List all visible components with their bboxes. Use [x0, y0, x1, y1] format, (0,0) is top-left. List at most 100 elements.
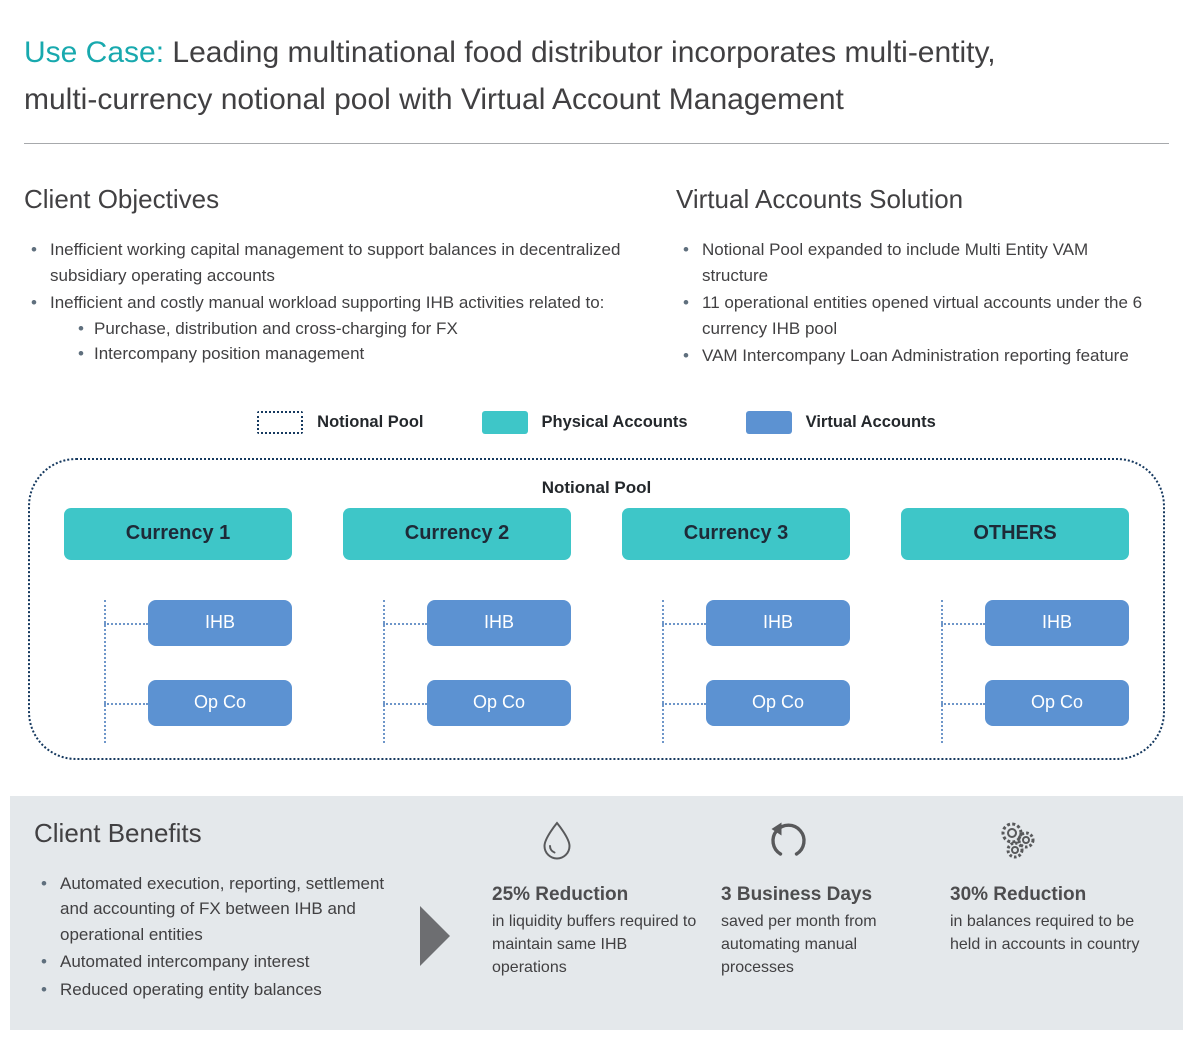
- list-item: Notional Pool expanded to include Multi …: [676, 237, 1156, 288]
- stat-description: in liquidity buffers required to maintai…: [492, 912, 697, 976]
- ihb-box: IHB: [427, 599, 571, 646]
- opco-box: Op Co: [706, 679, 850, 726]
- list-item: VAM Intercompany Loan Administration rep…: [676, 343, 1156, 369]
- client-benefits-list: Automated execution, reporting, settleme…: [34, 871, 396, 1003]
- legend-label: Notional Pool: [317, 412, 424, 431]
- list-item: Inefficient working capital management t…: [24, 237, 624, 288]
- connector-line: [383, 702, 427, 705]
- legend-label: Virtual Accounts: [805, 412, 936, 431]
- client-objectives-sublist: Purchase, distribution and cross-chargin…: [76, 316, 624, 367]
- list-item: Purchase, distribution and cross-chargin…: [76, 316, 624, 342]
- stat-description: saved per month from automating manual p…: [721, 912, 877, 976]
- bullet-text: Automated execution, reporting, settleme…: [60, 873, 385, 944]
- ihb-box: IHB: [985, 599, 1129, 646]
- header: Use Case: Leading multinational food dis…: [0, 0, 1193, 123]
- client-benefits-section: Client Benefits Automated execution, rep…: [10, 795, 1183, 1030]
- currency-children: IHB Op Co: [622, 599, 850, 743]
- virtual-accounts-solution-list: Notional Pool expanded to include Multi …: [676, 237, 1156, 369]
- list-item: Inefficient and costly manual workload s…: [24, 290, 624, 367]
- connector-line: [383, 622, 427, 625]
- page-title: Use Case: Leading multinational food dis…: [24, 30, 1072, 123]
- stat-title: 3 Business Days: [721, 883, 873, 905]
- currency-box: Currency 2: [343, 507, 571, 560]
- stat-balance-reduction: 30% Reduction in balances required to be…: [950, 818, 1155, 1005]
- list-item: Reduced operating entity balances: [34, 977, 396, 1003]
- stat-title: 25% Reduction: [492, 883, 629, 905]
- list-item: Automated execution, reporting, settleme…: [34, 871, 396, 948]
- client-benefits-left: Client Benefits Automated execution, rep…: [34, 818, 396, 1005]
- bullet-text: Intercompany position management: [94, 344, 365, 363]
- list-item: Automated intercompany interest: [34, 949, 396, 975]
- diagram-title: Notional Pool: [541, 477, 652, 497]
- child-row: Op Co: [383, 679, 571, 726]
- bullet-text: Inefficient and costly manual workload s…: [50, 293, 605, 312]
- connector-line: [941, 622, 985, 625]
- currency-box: OTHERS: [901, 507, 1129, 560]
- droplet-icon: [536, 818, 697, 868]
- connector-line: [941, 599, 943, 743]
- physical-accounts-swatch-icon: [481, 410, 528, 434]
- connector-line: [662, 702, 706, 705]
- stat-title: 30% Reduction: [950, 883, 1087, 905]
- globe-gears-icon: [994, 818, 1155, 868]
- currency-children: IHB Op Co: [343, 599, 571, 743]
- legend-item-notional-pool: Notional Pool: [257, 410, 424, 434]
- arrow-right-icon: [420, 905, 450, 966]
- client-benefits-heading: Client Benefits: [34, 817, 202, 848]
- child-row: IHB: [104, 599, 292, 646]
- virtual-accounts-solution-heading: Virtual Accounts Solution: [676, 184, 964, 214]
- bullet-text: Inefficient working capital management t…: [50, 240, 621, 285]
- legend-item-virtual-accounts: Virtual Accounts: [745, 410, 936, 434]
- stat-liquidity-reduction: 25% Reduction in liquidity buffers requi…: [492, 818, 697, 1005]
- connector-line: [104, 702, 148, 705]
- virtual-accounts-solution-section: Virtual Accounts Solution Notional Pool …: [676, 184, 1156, 371]
- opco-box: Op Co: [985, 679, 1129, 726]
- diagram-column-currency-1: Currency 1 IHB Op Co: [64, 507, 292, 743]
- currency-box: Currency 3: [622, 507, 850, 560]
- connector-line: [104, 622, 148, 625]
- page-title-text: Leading multinational food distributor i…: [24, 36, 996, 116]
- diagram-column-currency-3: Currency 3 IHB Op Co: [622, 507, 850, 743]
- stat-business-days-saved: 3 Business Days saved per month from aut…: [721, 818, 926, 1005]
- currency-children: IHB Op Co: [64, 599, 292, 743]
- legend-label: Physical Accounts: [541, 412, 688, 431]
- content-columns: Client Objectives Inefficient working ca…: [0, 184, 1193, 371]
- child-row: IHB: [662, 599, 850, 646]
- virtual-accounts-swatch-icon: [745, 410, 792, 434]
- list-item: Intercompany position management: [76, 341, 624, 367]
- bullet-text: Purchase, distribution and cross-chargin…: [94, 318, 458, 338]
- child-row: Op Co: [104, 679, 292, 726]
- diagram-columns: Currency 1 IHB Op Co Currency 2: [64, 507, 1129, 743]
- legend: Notional Pool Physical Accounts Virtual …: [0, 410, 1193, 434]
- connector-line: [941, 702, 985, 705]
- diagram-column-others: OTHERS IHB Op Co: [901, 507, 1129, 743]
- client-objectives-list: Inefficient working capital management t…: [24, 237, 624, 367]
- currency-box: Currency 1: [64, 507, 292, 560]
- bullet-text: Reduced operating entity balances: [60, 979, 322, 999]
- list-item: 11 operational entities opened virtual a…: [676, 290, 1156, 341]
- refresh-icon: [765, 818, 926, 868]
- connector-line: [662, 599, 664, 743]
- header-divider: [24, 143, 1169, 144]
- bullet-text: 11 operational entities opened virtual a…: [702, 293, 1143, 338]
- child-row: IHB: [383, 599, 571, 646]
- opco-box: Op Co: [427, 679, 571, 726]
- notional-pool-swatch-icon: [257, 410, 304, 434]
- opco-box: Op Co: [148, 679, 292, 726]
- currency-children: IHB Op Co: [901, 599, 1129, 743]
- notional-pool-diagram: Notional Pool Currency 1 IHB Op Co: [28, 457, 1165, 760]
- diagram-column-currency-2: Currency 2 IHB Op Co: [343, 507, 571, 743]
- connector-line: [104, 599, 106, 743]
- bullet-text: VAM Intercompany Loan Administration rep…: [702, 346, 1129, 365]
- use-case-label: Use Case:: [24, 36, 165, 69]
- legend-item-physical-accounts: Physical Accounts: [481, 410, 688, 434]
- ihb-box: IHB: [148, 599, 292, 646]
- client-objectives-heading: Client Objectives: [24, 184, 220, 214]
- child-row: IHB: [941, 599, 1129, 646]
- connector-line: [662, 622, 706, 625]
- connector-line: [383, 599, 385, 743]
- ihb-box: IHB: [706, 599, 850, 646]
- bullet-text: Automated intercompany interest: [60, 952, 310, 971]
- bullet-text: Notional Pool expanded to include Multi …: [702, 240, 1089, 285]
